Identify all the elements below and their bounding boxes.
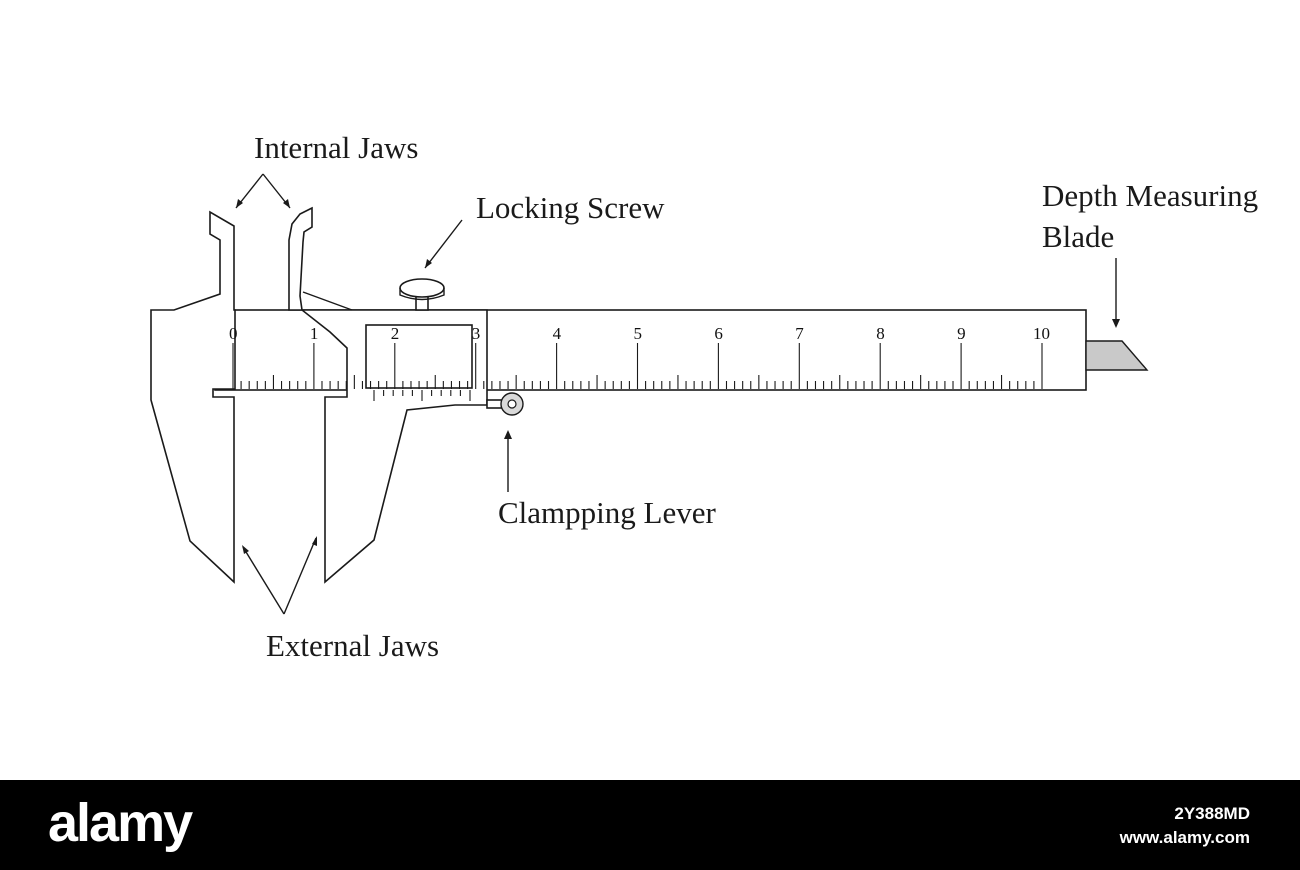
site-url: www.alamy.com — [1119, 828, 1250, 847]
vernier-window — [365, 324, 473, 389]
main-scale-number: 10 — [1033, 324, 1050, 343]
clamping-lever-pin — [507, 399, 517, 409]
watermark-footer: alamy 2Y388MD www.alamy.com — [0, 780, 1300, 870]
arrow-locking-screw — [424, 219, 463, 269]
arrow-depth-blade — [1112, 258, 1120, 328]
vernier-scale-ticks — [373, 390, 471, 401]
locking-screw-rim — [399, 288, 445, 301]
label-clamping-lever: Clampping Lever — [498, 495, 716, 530]
main-scale-number: 7 — [795, 324, 804, 343]
main-scale-number: 1 — [310, 324, 319, 343]
locking-screw-stem — [415, 295, 429, 311]
main-scale-number: 6 — [714, 324, 723, 343]
label-depth-measuring-line1: Depth Measuring — [1042, 178, 1258, 213]
arrow-clamping-lever — [504, 430, 512, 492]
main-scale-number: 0 — [229, 324, 238, 343]
main-scale-number: 2 — [391, 324, 400, 343]
brand-logo: alamy — [48, 793, 193, 853]
main-scale-ticks — [232, 343, 1043, 389]
label-depth-measuring-line2: Blade — [1042, 219, 1114, 254]
sliding-jaw — [288, 206, 488, 584]
vernier-caliper-diagram: 0 1 2 3 4 5 6 7 8 9 10 Internal Jaws Locking Screw… — [150, 130, 1258, 663]
main-scale-numbers: 0 1 2 3 4 5 6 7 8 9 10 — [229, 324, 1050, 343]
sliding-jaw-head — [302, 291, 353, 311]
fixed-jaw — [150, 210, 236, 584]
arrow-external-jaws — [242, 536, 317, 615]
main-scale-number: 5 — [634, 324, 643, 343]
label-external-jaws: External Jaws — [266, 628, 439, 663]
main-scale-number: 9 — [957, 324, 966, 343]
main-scale-number: 3 — [472, 324, 481, 343]
label-locking-screw: Locking Screw — [476, 190, 665, 225]
arrow-internal-jaws — [235, 173, 291, 209]
main-scale-number: 4 — [553, 324, 562, 343]
depth-measuring-blade — [1085, 340, 1149, 371]
label-internal-jaws: Internal Jaws — [254, 130, 418, 165]
locking-screw-head — [399, 278, 445, 298]
stock-info: 2Y388MD www.alamy.com — [1120, 802, 1250, 850]
image-id: 2Y388MD — [1174, 804, 1250, 823]
main-scale-number: 8 — [876, 324, 885, 343]
